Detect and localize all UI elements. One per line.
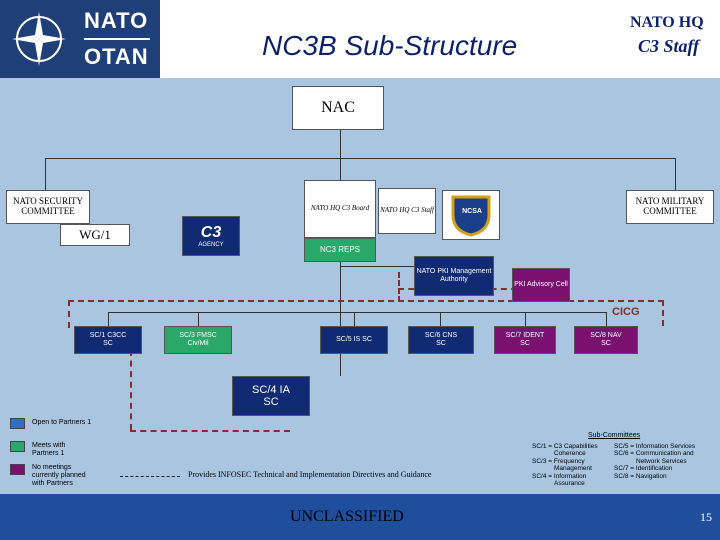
subc-right-line: SC/5 = Information Services [614,443,696,450]
subc-right-line: SC/8 = Navigation [614,472,667,480]
connector-sc8 [606,312,607,326]
sc3-box: SC/3 FMSC Civ/Mil [164,326,232,354]
c3-staff-logo: NATO HQ C3 Staff [378,188,436,234]
connector-sc6 [440,312,441,326]
ncsa-label: NCSA [462,208,482,215]
legend-label-none: No meetings currently planned with Partn… [32,464,86,488]
footer-bar [0,494,720,540]
ncsa-logo: NCSA [442,190,500,240]
legend-swatch-open [10,418,25,429]
nc3a-logo-agency: AGENCY [198,241,224,248]
subcommittees-left: SC/1 = C3 Capabilities Coherence SC/3 = … [532,443,612,488]
connector-sc3 [198,312,199,326]
connector-military [675,158,676,190]
subc-right-line: Network Services [636,457,687,465]
infosec-legend-dash [120,476,180,477]
connector-board [340,160,341,180]
connector-sc-bar [108,312,606,313]
cicg-dashed-top [68,300,664,302]
connector-sc7 [525,312,526,326]
logo-text-otan: OTAN [84,44,149,69]
subc-left-line: SC/3 = Frequency [532,457,585,465]
connector-security [45,158,46,190]
nc3a-agency-logo: C3 AGENCY [182,216,240,256]
connector-pki [340,266,415,267]
subc-left-line: Management [554,465,592,473]
wg1-box: WG/1 [60,224,130,246]
nato-logo: NATO OTAN [0,0,160,78]
sc4-dashed-left [130,350,132,430]
subcommittees-title: Sub-Committees [588,432,641,439]
subc-left-line: Coherence [554,450,586,458]
hq-label: NATO HQ [630,14,704,31]
c3-staff-label: C3 Staff [638,36,700,56]
nac-box: NAC [292,86,384,130]
sc8-box: SC/8 NAV SC [574,326,638,354]
connector-reps-down [340,262,341,376]
security-committee-box: NATO SECURITY COMMITTEE [6,190,90,224]
pki-dashed-vertical [398,272,400,302]
sc7-box: SC/7 IDENT SC [494,326,556,354]
subc-left-line: Assurance [554,480,585,488]
legend-swatch-none [10,464,25,475]
sc4-dashed-link [130,430,290,432]
page-number: 15 [700,510,712,524]
legend-label-meets: Meets with Partners 1 [32,442,66,458]
subc-right-line: SC/6 = Communication and [614,450,694,458]
subc-left-line: SC/1 = C3 Capabilities [532,443,598,450]
page-title: NC3B Sub-Structure [262,30,518,61]
cicg-label: CICG [612,306,640,318]
connector-sc1 [108,312,109,326]
cicg-dashed-right [662,300,664,326]
connector-top-bar [45,158,675,159]
subc-left-line: SC/4 = Information [532,472,587,480]
pki-authority-box: NATO PKI Management Authority [414,256,494,296]
subcommittees-right: SC/5 = Information Services SC/6 = Commu… [614,443,716,480]
sc4-box: SC/4 IA SC [232,376,310,416]
cicg-dashed-left [68,300,70,328]
logo-divider [84,38,150,40]
nc3-board-logo: NATO HQ C3 Board [304,180,376,238]
infosec-note: Provides INFOSEC Technical and Implement… [188,470,432,479]
nc3-reps-box: NC3 REPS [304,238,376,262]
compass-rose-icon [12,12,66,66]
ncsa-shield-icon [451,195,491,237]
sc6-box: SC/6 CNS SC [408,326,474,354]
legend-swatch-meets [10,441,25,452]
logo-text-nato: NATO [84,8,149,33]
pki-advisory-cell-box: PKI Advisory Cell [512,268,570,302]
nc3a-logo-text: C3 [200,223,222,241]
legend-label-open: Open to Partners 1 [32,419,92,426]
connector-nac [340,130,341,160]
military-committee-box: NATO MILITARY COMMITTEE [626,190,714,224]
classification-label: UNCLASSIFIED [290,508,404,525]
subc-right-line: SC/7 = Identification [614,465,673,473]
sc5-box: SC/5 IS SC [320,326,388,354]
sc1-box: SC/1 C3CC SC [74,326,142,354]
connector-sc5 [354,312,355,326]
